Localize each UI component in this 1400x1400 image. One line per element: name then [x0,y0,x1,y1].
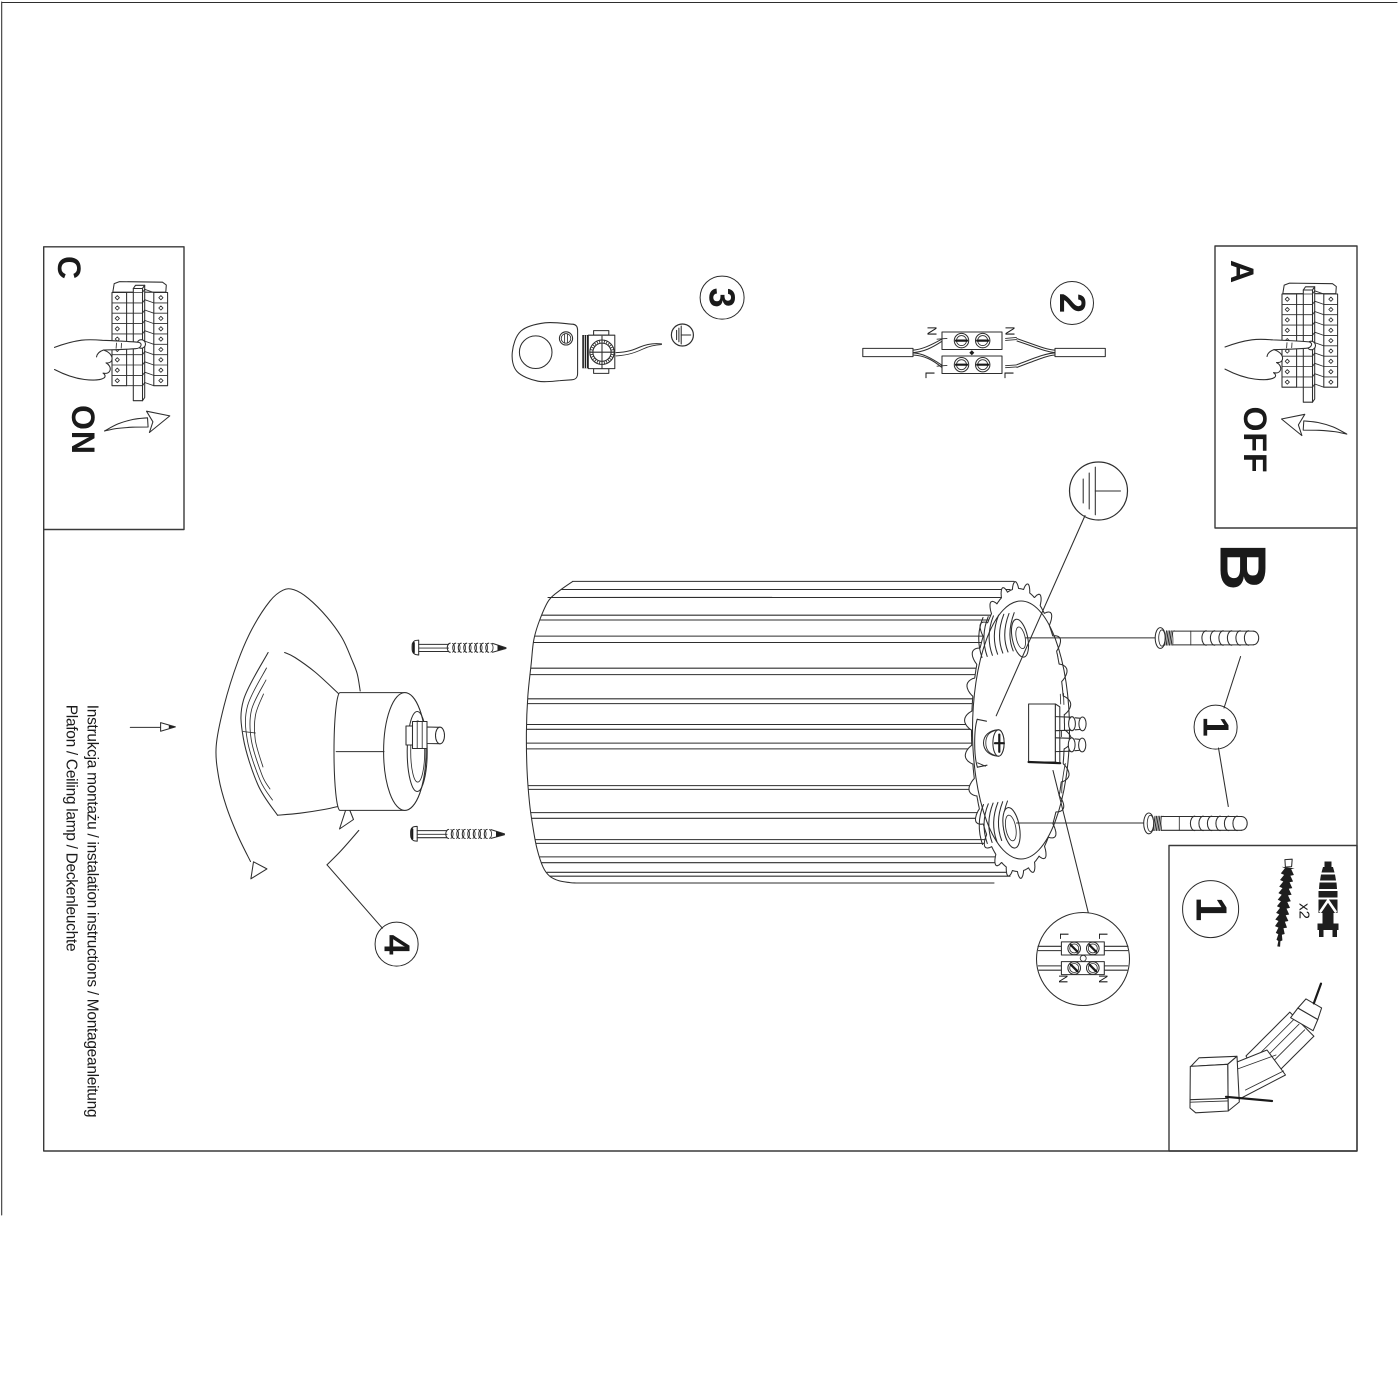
step-a-frame [1214,245,1358,529]
threaded-boss-top [978,612,1030,659]
mounting-plate-drawing [964,581,1156,879]
callout-1: 1 [1193,704,1239,750]
wire-label-l: L [1001,370,1016,379]
detail-leader [1052,769,1090,915]
step-c-action: ON [65,404,101,455]
mounting-screw-icon [409,825,506,843]
detail-label-n: N [1056,974,1071,984]
mounting-screw-icon [410,639,508,657]
callout-4-leader [326,864,383,929]
threaded-boss-bottom [978,800,1021,849]
detail-label-n: N [1096,974,1111,984]
page-edge-lines [1,1,1398,1216]
wall-plug-icon [1154,627,1260,649]
callout-4: 4 [374,921,420,967]
frame-borders [43,245,1358,1152]
callout-3: 3 [699,275,745,320]
wire-label-n: N [924,325,940,336]
callout-2: 2 [1050,281,1094,325]
side-title: Instrukcja montażu / instalation instruc… [61,705,102,1117]
step-b-label: B [1206,543,1280,590]
wire-label-n: N [1002,325,1017,336]
lamp-exploded-drawing [215,461,1260,1007]
rotate-off-arrow-icon [1280,413,1348,437]
ground-symbol-icon [995,461,1129,717]
step-c-label: C [51,255,87,281]
cable-right [1054,347,1106,358]
detail-screws [1067,941,1100,975]
tool-screw-icon [1275,866,1295,947]
cable-connector-drawing [862,331,1106,375]
callout-1-leader-bottom [1217,747,1229,808]
tools-drawing [1189,858,1339,1114]
lampholder-cone-drawing [240,651,341,816]
pointing-hand-icon [53,339,142,381]
wire-label-l: L [922,370,938,379]
connector-top-row [941,331,1003,351]
plate-center-screw [974,718,1005,768]
step-c-frame [43,246,185,531]
pointing-hand-icon [1224,338,1313,381]
side-title-line1: Instrukcja montażu / instalation instruc… [83,704,101,1118]
tool-screw-head [1284,858,1293,868]
wiring-detail-circle [1035,769,1131,1007]
wire-terminals [1054,716,1087,753]
main-frame [43,527,1358,1152]
tools-frame [1168,844,1358,1152]
detail-label-l: L [1056,932,1071,940]
cable-left [862,347,914,358]
wall-plug-icon [1143,812,1248,835]
socket-nipple-drawing [405,720,446,750]
tool-anchor-icon [1317,861,1339,937]
rotate-on-arrow-icon [103,410,171,434]
step-a-action: OFF [1236,406,1273,474]
side-title-line2: Plafon / Ceiling lamp / Deckenleuchte [63,704,80,952]
connector-bottom-row [941,355,1003,375]
ribbed-shade-drawing [525,580,1015,884]
lamp-socket-drawing [333,692,446,811]
drill-icon [1189,982,1323,1114]
step-a-label: A [1223,259,1260,284]
anchors-quantity: x2 [1295,902,1313,919]
eyelet-hook-drawing [511,322,695,383]
orientation-arrow-icon [129,722,176,732]
callout-1-leader-top [1223,655,1242,709]
callout-tools-1: 1 [1181,880,1240,939]
detail-label-l: L [1096,932,1111,940]
plate-terminal-block [1027,692,1087,794]
